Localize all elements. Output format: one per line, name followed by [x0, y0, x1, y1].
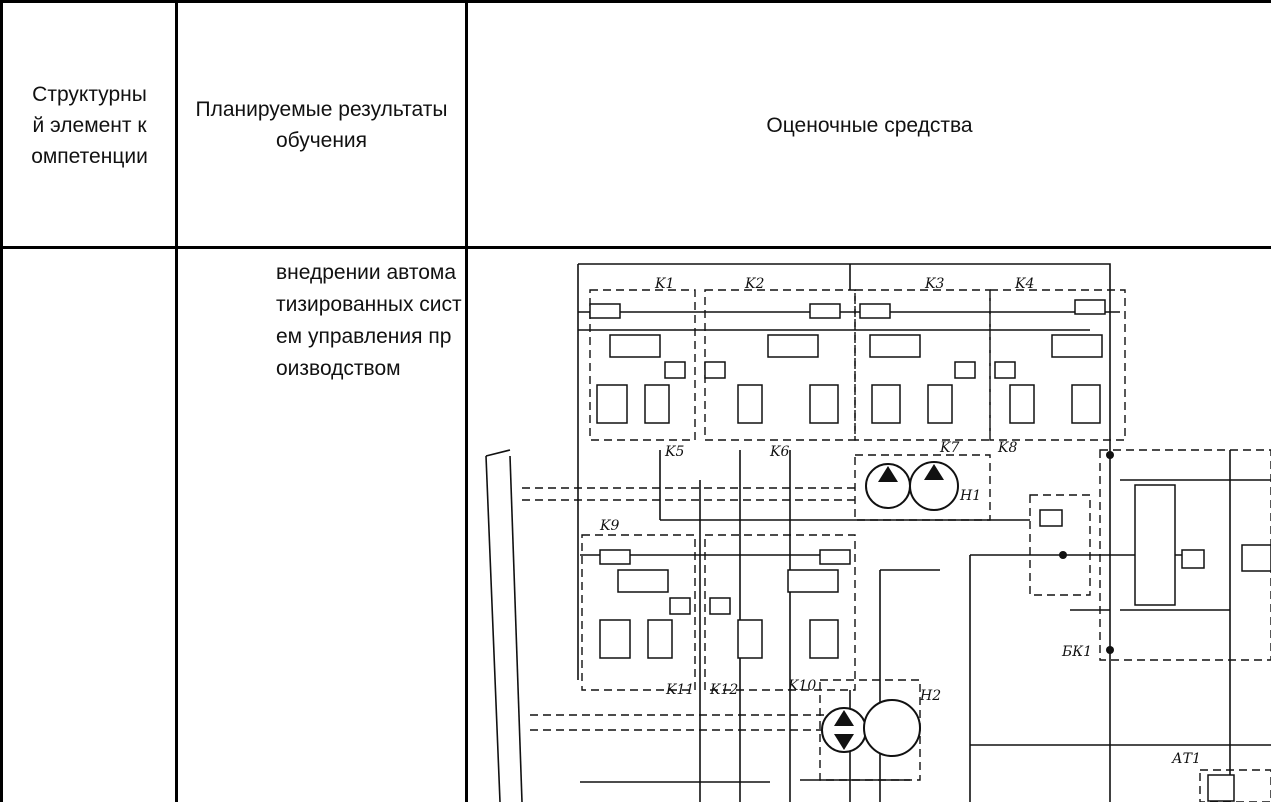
diagram-curve [485, 449, 511, 457]
cartridge-valve-symbol [644, 384, 670, 424]
directional-valve-symbol [1051, 334, 1103, 358]
hydraulic-scheme-drawing: K1 K2 K3 K4 K5 K6 K7 K8 K9 K10 K11 K12 H… [485, 263, 1271, 802]
table-border-col1 [175, 0, 178, 802]
pressure-valve-symbol [669, 597, 691, 615]
label-k6: K6 [769, 444, 789, 460]
cooler-symbol [1207, 774, 1235, 802]
header-assessment-tools-text: Оценочные средства [766, 113, 973, 137]
label-bk1: БК1 [1061, 644, 1092, 660]
valve-block-k10 [704, 534, 856, 691]
cartridge-valve-symbol [809, 619, 839, 659]
diagram-curve [509, 455, 523, 802]
valve-block-k3 [854, 289, 991, 441]
label-k5: K5 [664, 444, 684, 460]
pressure-valve-symbol [994, 361, 1016, 379]
directional-valve-symbol [869, 334, 921, 358]
cartridge-valve-symbol [737, 619, 763, 659]
pump-arrow [834, 710, 854, 726]
pressure-valve-symbol [709, 597, 731, 615]
header-assessment-tools: Оценочные средства [468, 4, 1271, 246]
planned-results-text: внедрении автоматизированных систем упра… [276, 261, 462, 380]
check-valve-symbol [809, 303, 841, 319]
label-k2: K2 [744, 276, 764, 292]
check-valve-symbol [859, 303, 891, 319]
junction-dot [1106, 646, 1114, 654]
check-valve-symbol [599, 549, 631, 565]
cooler-block-at1 [1199, 769, 1271, 802]
cartridge-valve-symbol [599, 619, 631, 659]
cartridge-valve-symbol [927, 384, 953, 424]
directional-valve-symbol [609, 334, 661, 358]
pressure-valve-symbol [1039, 509, 1063, 527]
check-valve-symbol [589, 303, 621, 319]
label-k9: K9 [599, 518, 619, 534]
label-k10: K10 [787, 678, 816, 694]
pressure-valve-symbol [664, 361, 686, 379]
label-k3: K3 [924, 276, 944, 292]
header-planned-results: Планируемые результаты обучения [178, 4, 465, 246]
label-k1: K1 [654, 276, 674, 292]
diagram-line [578, 263, 1111, 455]
valve-block-k1 [589, 289, 696, 441]
cartridge-valve-symbol [596, 384, 628, 424]
cartridge-valve-symbol [737, 384, 763, 424]
header-structural-element-text: Структурный элемент компетенции [31, 82, 148, 168]
cartridge-valve-symbol [1071, 384, 1101, 424]
header-planned-results-text: Планируемые результаты обучения [195, 98, 448, 152]
pressure-valve-symbol [954, 361, 976, 379]
pump-block-h1 [854, 454, 991, 521]
label-h1: H1 [959, 488, 981, 504]
label-k11: K11 [665, 682, 694, 698]
label-k7: K7 [939, 440, 959, 456]
pressure-valve-symbol [1241, 544, 1271, 572]
pump-arrow [924, 464, 944, 480]
pump-h1-right [909, 461, 959, 511]
filter-block [1029, 494, 1091, 596]
diagram-curve [485, 455, 501, 802]
table-header-divider [0, 246, 1271, 249]
junction-dot [1106, 451, 1114, 459]
pressure-valve-symbol [704, 361, 726, 379]
table-border-top [0, 0, 1271, 3]
table-border-col2 [465, 0, 468, 802]
directional-valve-symbol [787, 569, 839, 593]
directional-valve-symbol [617, 569, 669, 593]
label-k4: K4 [1014, 276, 1034, 292]
pump-arrow [834, 734, 854, 750]
junction-dot [1059, 551, 1067, 559]
hydraulic-scheme: K1 K2 K3 K4 K5 K6 K7 K8 K9 K10 K11 K12 H… [470, 250, 1271, 802]
block-valve-symbol [1134, 484, 1176, 606]
check-valve-symbol [1074, 299, 1106, 315]
label-k12: K12 [709, 682, 738, 698]
label-h2: H2 [919, 688, 941, 704]
header-structural-element: Структурный элемент компетенции [4, 4, 175, 246]
check-valve-symbol [819, 549, 851, 565]
pump-h2-right [863, 699, 921, 757]
cartridge-valve-symbol [647, 619, 673, 659]
table-border-left [0, 0, 3, 802]
cartridge-valve-symbol [871, 384, 901, 424]
pump-block-h2 [819, 679, 921, 781]
cartridge-valve-symbol [809, 384, 839, 424]
directional-valve-symbol [767, 334, 819, 358]
label-k8: K8 [997, 440, 1017, 456]
cartridge-valve-symbol [1009, 384, 1035, 424]
pressure-valve-symbol [1181, 549, 1205, 569]
valve-block-k9 [581, 534, 696, 691]
valve-block-k4 [989, 289, 1126, 441]
pump-arrow [878, 466, 898, 482]
label-at1: АТ1 [1171, 751, 1201, 767]
